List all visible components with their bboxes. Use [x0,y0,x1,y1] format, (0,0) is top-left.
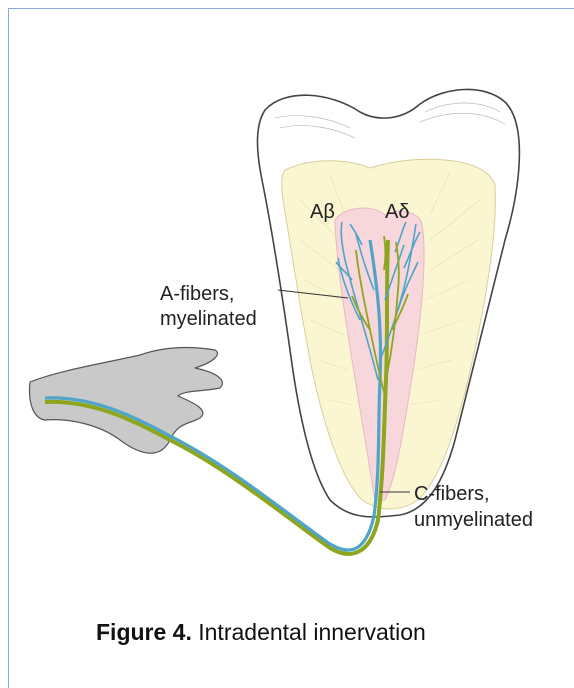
innervation-diagram: Aβ Aδ A-fibers, myelinated C-fibers, unm… [0,0,574,600]
figure-number: Figure 4. [96,619,192,645]
a-delta-label: Aδ [385,201,409,223]
a-beta-label: Aβ [310,201,335,223]
a-fibers-label-line2: myelinated [160,308,257,330]
a-fibers-label-line1: A-fibers, [160,283,234,305]
c-fibers-label-line2: unmyelinated [414,509,533,531]
figure-caption: Figure 4. Intradental innervation [96,619,426,646]
figure-caption-text: Intradental innervation [192,619,426,645]
c-fibers-label-line1: C-fibers, [414,483,490,505]
